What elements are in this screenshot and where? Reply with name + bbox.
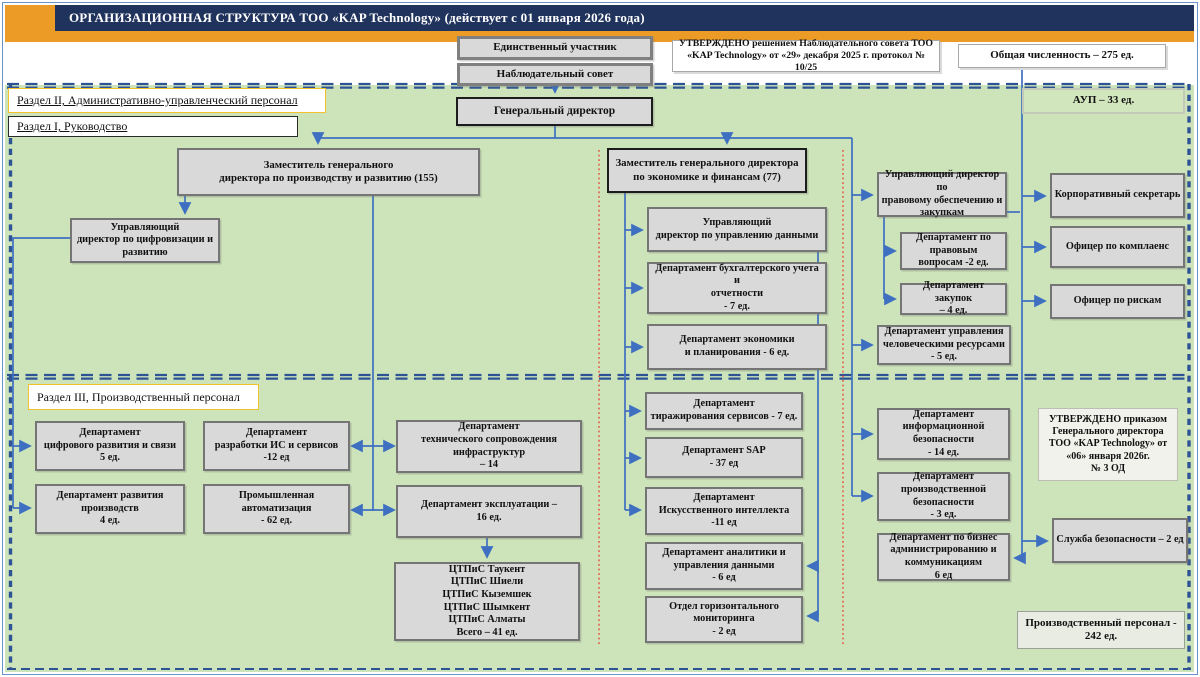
approved-order-note: УТВЕРЖДЕНО приказом Генерального директо… — [1038, 408, 1178, 481]
node-dept-analytics: Департамент аналитики и управления данны… — [645, 542, 803, 590]
node-dept-is-services: Департамент разработки ИС и сервисов -12… — [203, 421, 350, 471]
node-security-service: Служба безопасности – 2 ед — [1052, 518, 1188, 563]
node-deputy-production: Заместитель генерального директора по пр… — [177, 148, 480, 196]
node-risk-officer: Офицер по рискам — [1050, 284, 1185, 319]
node-deputy-economy-finance: Заместитель генерального директора по эк… — [607, 148, 807, 193]
node-sole-participant: Единственный участник — [457, 36, 653, 60]
node-general-director: Генеральный директор — [456, 97, 653, 126]
node-dept-hr: Департамент управления человеческими рес… — [877, 325, 1011, 365]
node-dept-production-development: Департамент развития производств 4 ед. — [35, 484, 185, 534]
section-label-admin-personnel: Раздел II, Административно-управленчески… — [8, 88, 326, 113]
node-dept-tech-support: Департамент технического сопровождения и… — [396, 420, 582, 473]
node-dept-procurement: Департамент закупок – 4 ед. — [900, 280, 1007, 316]
node-md-data-management: Управляющий директор по управлению данны… — [647, 207, 827, 252]
node-dept-legal: Департамент по правовым вопросам -2 ед. — [900, 232, 1007, 270]
total-headcount-box: Общая численность – 275 ед. — [958, 44, 1166, 68]
node-md-legal-procurement: Управляющий директор по правовому обеспе… — [877, 169, 1007, 218]
node-corporate-secretary: Корпоративный секретарь — [1050, 173, 1185, 218]
node-dept-digital-development: Департамент цифрового развития и связи 5… — [35, 421, 185, 471]
node-dept-operations: Департамент эксплуатации – 16 ед. — [396, 485, 582, 538]
node-supervisory-board: Наблюдательный совет — [457, 63, 653, 86]
node-compliance-officer: Офицер по комплаенс — [1050, 226, 1185, 268]
node-dept-sap: Департамент SAP - 37 ед — [645, 437, 803, 478]
node-dept-infosec: Департамент информационной безопасности … — [877, 408, 1010, 460]
production-total-box: Производственный персонал - 242 ед. — [1017, 611, 1185, 649]
title-bar: ОРГАНИЗАЦИОННАЯ СТРУКТУРА ТОО «KAP Techn… — [55, 5, 1194, 31]
node-dept-business-admin: Департамент по бизнес администрированию … — [877, 532, 1010, 581]
node-md-digitalization: Управляющий директор по цифровизации и р… — [70, 218, 220, 263]
node-dept-ai: Департамент Искусственного интеллекта -1… — [645, 487, 803, 535]
node-industrial-automation: Промышленная автоматизация - 62 ед. — [203, 484, 350, 534]
node-dept-accounting: Департамент бухгалтерского учета и отчет… — [647, 262, 827, 314]
node-ctpis-list: ЦТПиС Таукент ЦТПиС Шиели ЦТПиС Кыземшек… — [394, 562, 580, 641]
node-dept-production-safety: Департамент производственной безопасност… — [877, 471, 1010, 521]
aup-count-box: АУП – 33 ед. — [1022, 88, 1185, 114]
section-label-production-personnel: Раздел III, Производственный персонал — [28, 384, 259, 410]
section-label-leadership: Раздел I, Руководство — [8, 116, 298, 137]
page-title: ОРГАНИЗАЦИОННАЯ СТРУКТУРА ТОО «KAP Techn… — [69, 10, 645, 25]
node-dept-economy-planning: Департамент экономики и планирования - 6… — [647, 324, 827, 370]
node-dept-services-replication: Департамент тиражирования сервисов - 7 е… — [645, 392, 803, 430]
approved-resolution-note: УТВЕРЖДЕНО решением Наблюдательного сове… — [672, 38, 940, 73]
node-dept-horizontal-monitoring: Отдел горизонтального мониторинга - 2 ед — [645, 596, 803, 643]
